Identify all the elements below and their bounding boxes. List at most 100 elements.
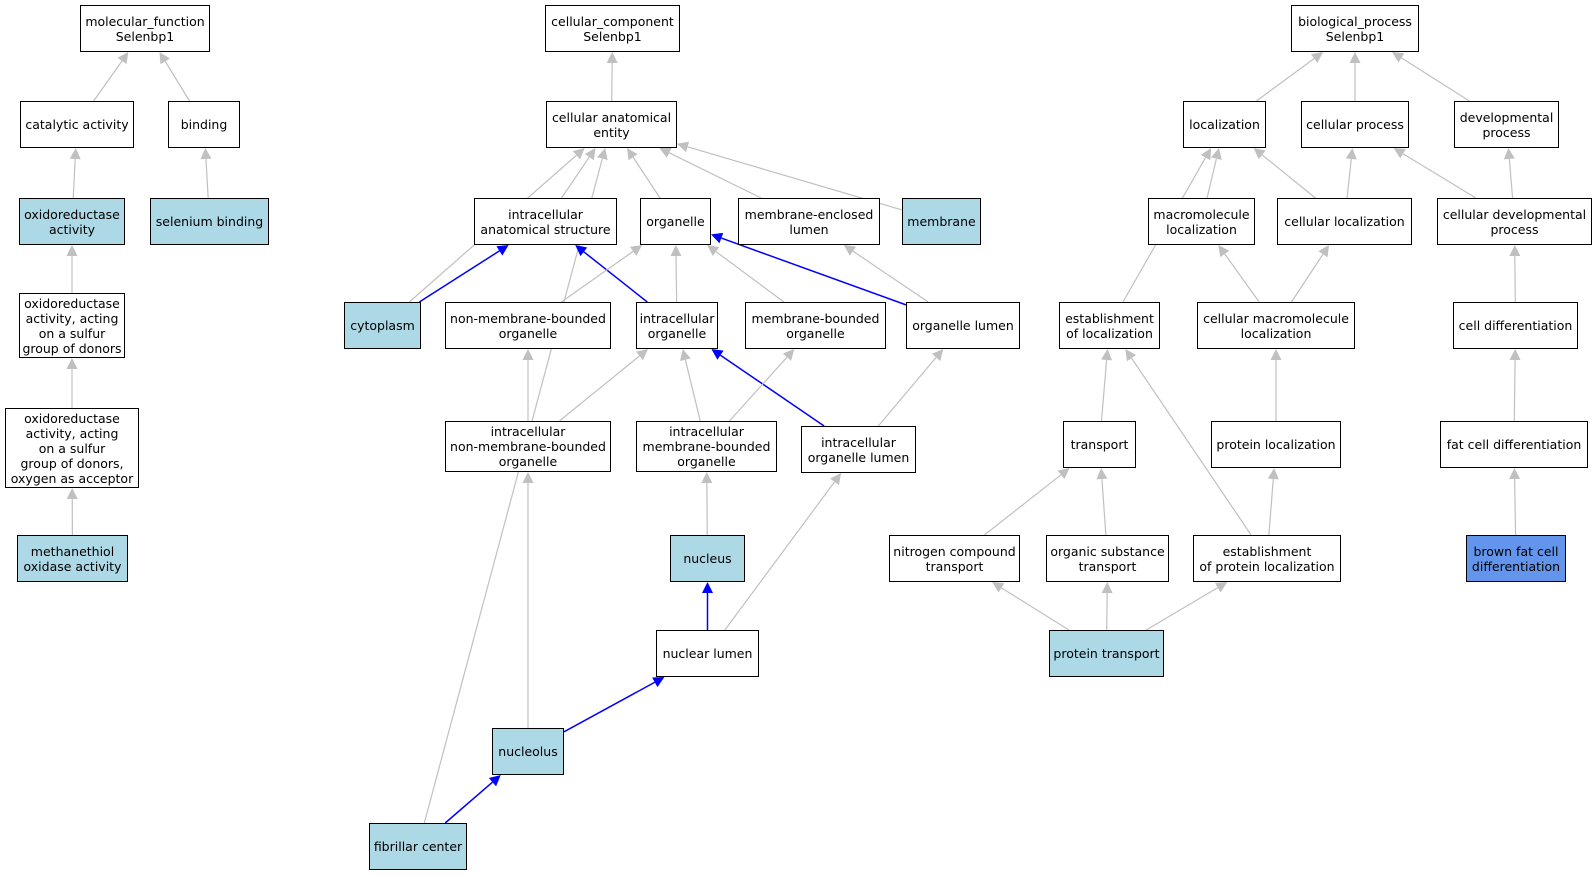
edge-line bbox=[205, 158, 209, 199]
edge-epl-to-pl bbox=[1267, 468, 1279, 536]
node-cae: cellular anatomical entity bbox=[546, 101, 677, 148]
edge-epl-to-eol bbox=[1125, 349, 1252, 536]
edge-cdiff-to-cdp bbox=[1509, 245, 1521, 303]
edge-arrowhead bbox=[1393, 148, 1406, 159]
edge-arrowhead bbox=[496, 245, 509, 256]
node-ost: organic substance transport bbox=[1046, 535, 1169, 582]
node-inmbo: intracellular non-membrane-bounded organ… bbox=[445, 421, 611, 472]
node-fcd: fat cell differentiation bbox=[1440, 421, 1588, 468]
edge-pt-to-epl bbox=[1145, 582, 1228, 631]
edge-nucleolus-to-inmbo bbox=[522, 472, 534, 728]
edge-arrowhead bbox=[707, 245, 720, 256]
edge-cl-to-loc bbox=[1253, 148, 1316, 199]
edge-line bbox=[721, 237, 907, 306]
edge-cml-to-ml bbox=[1218, 245, 1260, 303]
edge-nl-to-iol bbox=[724, 473, 842, 631]
edge-nct-to-transport bbox=[984, 468, 1070, 536]
edge-arrowhead bbox=[1345, 148, 1357, 160]
edge-line bbox=[93, 60, 123, 102]
edge-arrowhead bbox=[606, 52, 618, 64]
edge-line bbox=[1513, 359, 1516, 422]
node-nl: nuclear lumen bbox=[656, 630, 759, 677]
node-cl: cellular localization bbox=[1277, 198, 1412, 245]
edge-arrowhead bbox=[200, 148, 212, 160]
edge-arrowhead bbox=[1101, 349, 1113, 361]
node-transport: transport bbox=[1063, 421, 1136, 468]
edge-arrowhead bbox=[584, 148, 596, 161]
edge-line bbox=[684, 359, 701, 422]
edge-line bbox=[1101, 478, 1107, 536]
node-cdp: cellular developmental process bbox=[1437, 198, 1592, 245]
edge-arrowhead bbox=[1218, 245, 1230, 258]
edge-arrowhead bbox=[636, 349, 649, 361]
edge-arrowhead bbox=[1349, 52, 1361, 63]
edge-arrowhead bbox=[830, 473, 842, 486]
edge-line bbox=[164, 61, 191, 102]
node-methanethiol: methanethiol oxidase activity bbox=[17, 535, 128, 582]
edge-cae-to-cc bbox=[606, 52, 618, 102]
edge-line bbox=[1001, 587, 1070, 631]
node-selenium: selenium binding bbox=[150, 198, 269, 245]
node-imbo: intracellular membrane-bounded organelle bbox=[636, 421, 777, 472]
edge-imbo-to-io bbox=[679, 349, 701, 422]
edge-catalytic-to-mf bbox=[93, 52, 129, 102]
edge-line bbox=[1145, 587, 1219, 631]
node-iol: intracellular organelle lumen bbox=[801, 426, 916, 473]
node-epl: establishment of protein localization bbox=[1193, 535, 1341, 582]
edge-line bbox=[1402, 153, 1477, 199]
edge-line bbox=[1224, 253, 1260, 303]
edge-arrowhead bbox=[1318, 245, 1330, 258]
edge-arrowhead bbox=[1509, 468, 1521, 480]
edge-arrowhead bbox=[670, 245, 682, 257]
edge-organelle-to-cae bbox=[627, 148, 661, 199]
edge-line bbox=[1261, 154, 1316, 199]
edge-mbo-to-organelle bbox=[707, 245, 785, 303]
edge-io-to-ias bbox=[575, 245, 648, 303]
edge-fc-to-nucleolus bbox=[444, 775, 501, 824]
edge-line bbox=[668, 152, 762, 199]
edge-arrowhead bbox=[69, 148, 81, 160]
edge-arrowhead bbox=[1509, 245, 1521, 257]
edge-inmbo-to-io bbox=[559, 349, 649, 422]
node-mbo: membrane-bounded organelle bbox=[745, 302, 886, 349]
edge-line bbox=[675, 255, 678, 303]
edge-line bbox=[1514, 478, 1517, 536]
edge-fc-to-cae bbox=[423, 148, 608, 824]
edge-arrowhead bbox=[931, 349, 944, 361]
edge-arrowhead bbox=[1125, 349, 1137, 362]
edge-line bbox=[729, 356, 788, 422]
node-ml: macromolecule localization bbox=[1148, 198, 1255, 245]
edge-loc-to-bp bbox=[1256, 52, 1324, 102]
node-oxred: oxidoreductase activity bbox=[19, 198, 125, 245]
edge-cp-to-bp bbox=[1349, 52, 1361, 101]
node-binding: binding bbox=[168, 101, 240, 148]
edge-nl-to-nucleus bbox=[702, 582, 713, 630]
edge-arrowhead bbox=[159, 52, 170, 65]
edge-arrowhead bbox=[702, 582, 713, 593]
node-nct: nitrogen compound transport bbox=[889, 535, 1020, 582]
edge-line bbox=[1256, 58, 1315, 102]
edge-cml-to-cl bbox=[1290, 245, 1330, 303]
edge-oxsulfuro2-to-oxsulfur bbox=[66, 358, 78, 408]
edge-inmbo-to-nmbo bbox=[522, 349, 534, 421]
edge-arrowhead bbox=[701, 472, 713, 484]
node-cml: cellular macromolecule localization bbox=[1197, 302, 1355, 349]
edge-arrowhead bbox=[117, 52, 129, 65]
edge-arrowhead bbox=[652, 677, 665, 688]
edge-ost-to-transport bbox=[1096, 468, 1108, 536]
edge-methanethiol-to-oxsulfuro2 bbox=[66, 488, 78, 536]
edge-ml-to-loc bbox=[1206, 148, 1222, 199]
edge-line bbox=[72, 158, 76, 199]
edge-oxsulfur-to-oxred bbox=[66, 245, 78, 293]
edge-transport-to-eol bbox=[1100, 349, 1113, 422]
edge-io-to-organelle bbox=[670, 245, 682, 303]
node-oxsulfuro2: oxidoreductase activity, acting on a sul… bbox=[5, 408, 139, 488]
edge-iol-to-ol bbox=[877, 349, 944, 427]
edge-line bbox=[715, 251, 785, 303]
edge-ias-to-cae bbox=[560, 148, 596, 199]
node-membrane: membrane bbox=[902, 198, 981, 245]
edge-arrowhead bbox=[1200, 148, 1212, 161]
edge-arrowhead bbox=[1253, 148, 1266, 160]
